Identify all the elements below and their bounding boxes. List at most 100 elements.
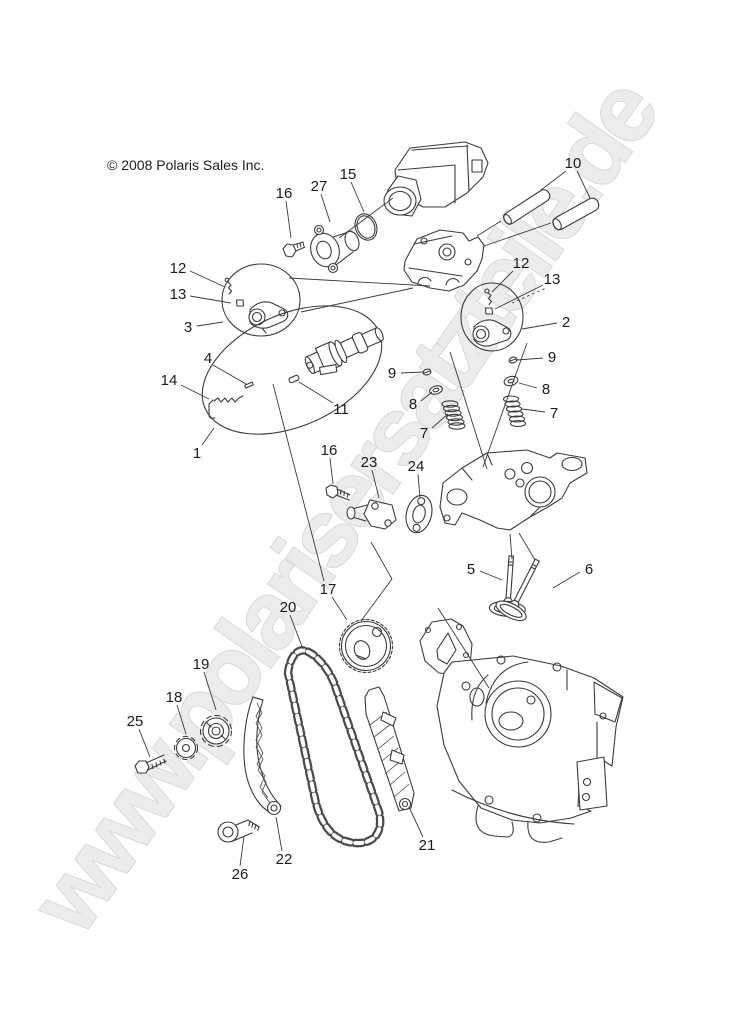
callout-leader-12 (189, 270, 226, 288)
callout-number-23: 23 (361, 454, 378, 471)
callout-leader-2 (521, 322, 558, 330)
callout-number-10: 10 (565, 155, 582, 172)
callout-number-5: 5 (467, 561, 475, 578)
rocker-carrier-art (403, 229, 485, 292)
callout-number-18: 18 (166, 689, 183, 706)
callout-leader-7 (431, 413, 449, 429)
o-ring-art (354, 213, 378, 241)
cylinder-head-art (439, 449, 588, 531)
callout-number-12: 12 (513, 255, 530, 272)
axis-line (300, 287, 414, 313)
callout-leader-26 (239, 835, 245, 867)
bolt-16-top-art (282, 241, 306, 258)
axis-line (509, 533, 513, 560)
callout-leader-12 (491, 270, 514, 293)
axis-line (511, 287, 547, 304)
callout-number-9: 9 (548, 349, 556, 366)
chain-guide-art (364, 686, 415, 812)
intake-airbox-art (383, 141, 489, 217)
callout-number-8: 8 (542, 381, 550, 398)
callout-number-19: 19 (193, 656, 210, 673)
callout-leader-22 (275, 816, 283, 852)
callout-leader-16 (329, 457, 334, 485)
outlet-housing-art (310, 224, 360, 274)
callout-leader-3 (196, 321, 224, 327)
callout-leader-17 (272, 383, 325, 582)
callout-leader-13 (494, 284, 544, 310)
callout-number-8: 8 (409, 396, 417, 413)
callout-leader-1 (201, 427, 215, 446)
callout-leader-14 (180, 384, 210, 400)
decomp-spring-14-art (208, 395, 244, 419)
copyright-text: © 2008 Polaris Sales Inc. (107, 157, 264, 173)
callout-leader-9 (516, 357, 544, 361)
callout-leader-19 (203, 671, 217, 711)
callout-number-16: 16 (321, 442, 338, 459)
callout-number-14: 14 (161, 372, 178, 389)
cam-tensioner-art (346, 499, 397, 530)
line-art-layer (134, 141, 624, 848)
callout-number-24: 24 (408, 458, 425, 475)
axis-line (476, 220, 502, 237)
camshaft-balloon-art (201, 305, 384, 435)
rocker-shafts-art (503, 189, 600, 231)
callout-number-13: 13 (170, 286, 187, 303)
callout-number-6: 6 (585, 561, 593, 578)
callout-leader-4 (212, 364, 247, 385)
axis-line (370, 541, 393, 580)
callout-number-12: 12 (170, 260, 187, 277)
drive-sprocket-18-art (173, 735, 199, 761)
tensioner-gasket-art (405, 494, 433, 534)
cam-sprocket-art (338, 618, 394, 674)
callout-number-21: 21 (419, 837, 436, 854)
crankcase-art (419, 618, 624, 843)
bolt-25-art (134, 754, 167, 774)
callout-leader-16 (285, 200, 292, 239)
bolt-16-mid-art (325, 484, 351, 501)
callout-leader-18 (176, 704, 187, 735)
callout-leader-11 (298, 381, 334, 404)
valve-spring-set-left-art (422, 368, 466, 430)
callout-number-27: 27 (311, 178, 328, 195)
callout-leader-5 (479, 570, 503, 581)
watermark-text: www.polarisersatzteile.de (11, 62, 678, 952)
callout-leader-13 (189, 295, 232, 304)
axis-line (518, 532, 536, 561)
axis-line (449, 351, 488, 470)
callout-number-11: 11 (333, 401, 349, 418)
axis-line (338, 197, 394, 239)
callout-number-25: 25 (127, 713, 144, 730)
callout-leader-17 (331, 596, 348, 621)
callout-number-16: 16 (276, 185, 293, 202)
callout-number-9: 9 (388, 365, 396, 382)
callout-number-7: 7 (420, 425, 428, 442)
callout-leader-8 (420, 391, 433, 402)
callout-leader-10 (540, 170, 567, 191)
callout-number-22: 22 (276, 851, 293, 868)
callout-number-20: 20 (280, 599, 297, 616)
callout-leader-23 (371, 469, 380, 499)
callout-number-2: 2 (562, 314, 570, 331)
drive-sprocket-19-art (199, 714, 233, 748)
axis-line (482, 342, 528, 468)
axis-line (483, 222, 552, 247)
callout-number-4: 4 (204, 350, 212, 367)
valve-6-art (495, 558, 540, 622)
callout-leader-24 (417, 473, 421, 499)
callout-leader-10 (576, 170, 591, 199)
callout-leader-6 (552, 571, 581, 589)
callout-leader-15 (350, 181, 365, 213)
bolt-26-art (217, 819, 260, 843)
callout-leader-9 (400, 371, 424, 374)
callout-number-13: 13 (544, 271, 561, 288)
callout-leader-20 (289, 614, 304, 650)
axis-line (437, 607, 490, 689)
callout-number-17: 17 (320, 581, 337, 598)
tensioner-blade-art (243, 696, 282, 816)
callout-leader-7 (521, 408, 546, 413)
callout-number-3: 3 (184, 319, 192, 336)
callout-leader-21 (408, 806, 424, 838)
